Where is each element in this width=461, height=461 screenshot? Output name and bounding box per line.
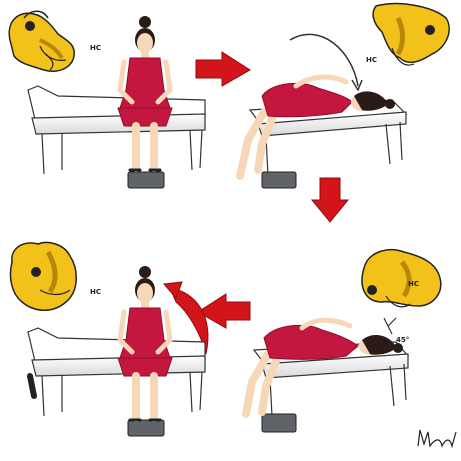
canal-label-4: HC bbox=[90, 288, 101, 296]
woman-sitting-1 bbox=[118, 16, 172, 170]
labyrinth-icon-3 bbox=[362, 250, 441, 307]
panel-2-lying: HC bbox=[240, 4, 449, 188]
labyrinth-icon-1 bbox=[9, 11, 74, 71]
canal-label-1: HC bbox=[90, 44, 101, 52]
artist-signature bbox=[418, 430, 456, 446]
canal-label-2: HC bbox=[366, 56, 377, 64]
labyrinth-icon-2 bbox=[373, 4, 449, 65]
stool-1 bbox=[128, 172, 164, 188]
canal-label-3: HC bbox=[408, 280, 419, 288]
exam-table-4 bbox=[28, 328, 205, 416]
angle-indicator bbox=[384, 318, 396, 334]
arrow-down bbox=[312, 178, 348, 222]
panel-4-sitting-up: HC bbox=[10, 243, 207, 437]
arrow-right bbox=[196, 52, 250, 86]
stool-4 bbox=[128, 420, 164, 436]
stool-3 bbox=[262, 414, 296, 432]
labyrinth-icon-4 bbox=[10, 243, 76, 311]
stool-2 bbox=[262, 172, 296, 188]
woman-sitting-4 bbox=[118, 266, 172, 420]
exam-table-1 bbox=[28, 86, 205, 174]
panel-1-sitting: HC bbox=[9, 11, 205, 188]
angle-label: 45° bbox=[396, 336, 409, 344]
panel-3-lying-turned: HC 45° bbox=[246, 250, 441, 432]
